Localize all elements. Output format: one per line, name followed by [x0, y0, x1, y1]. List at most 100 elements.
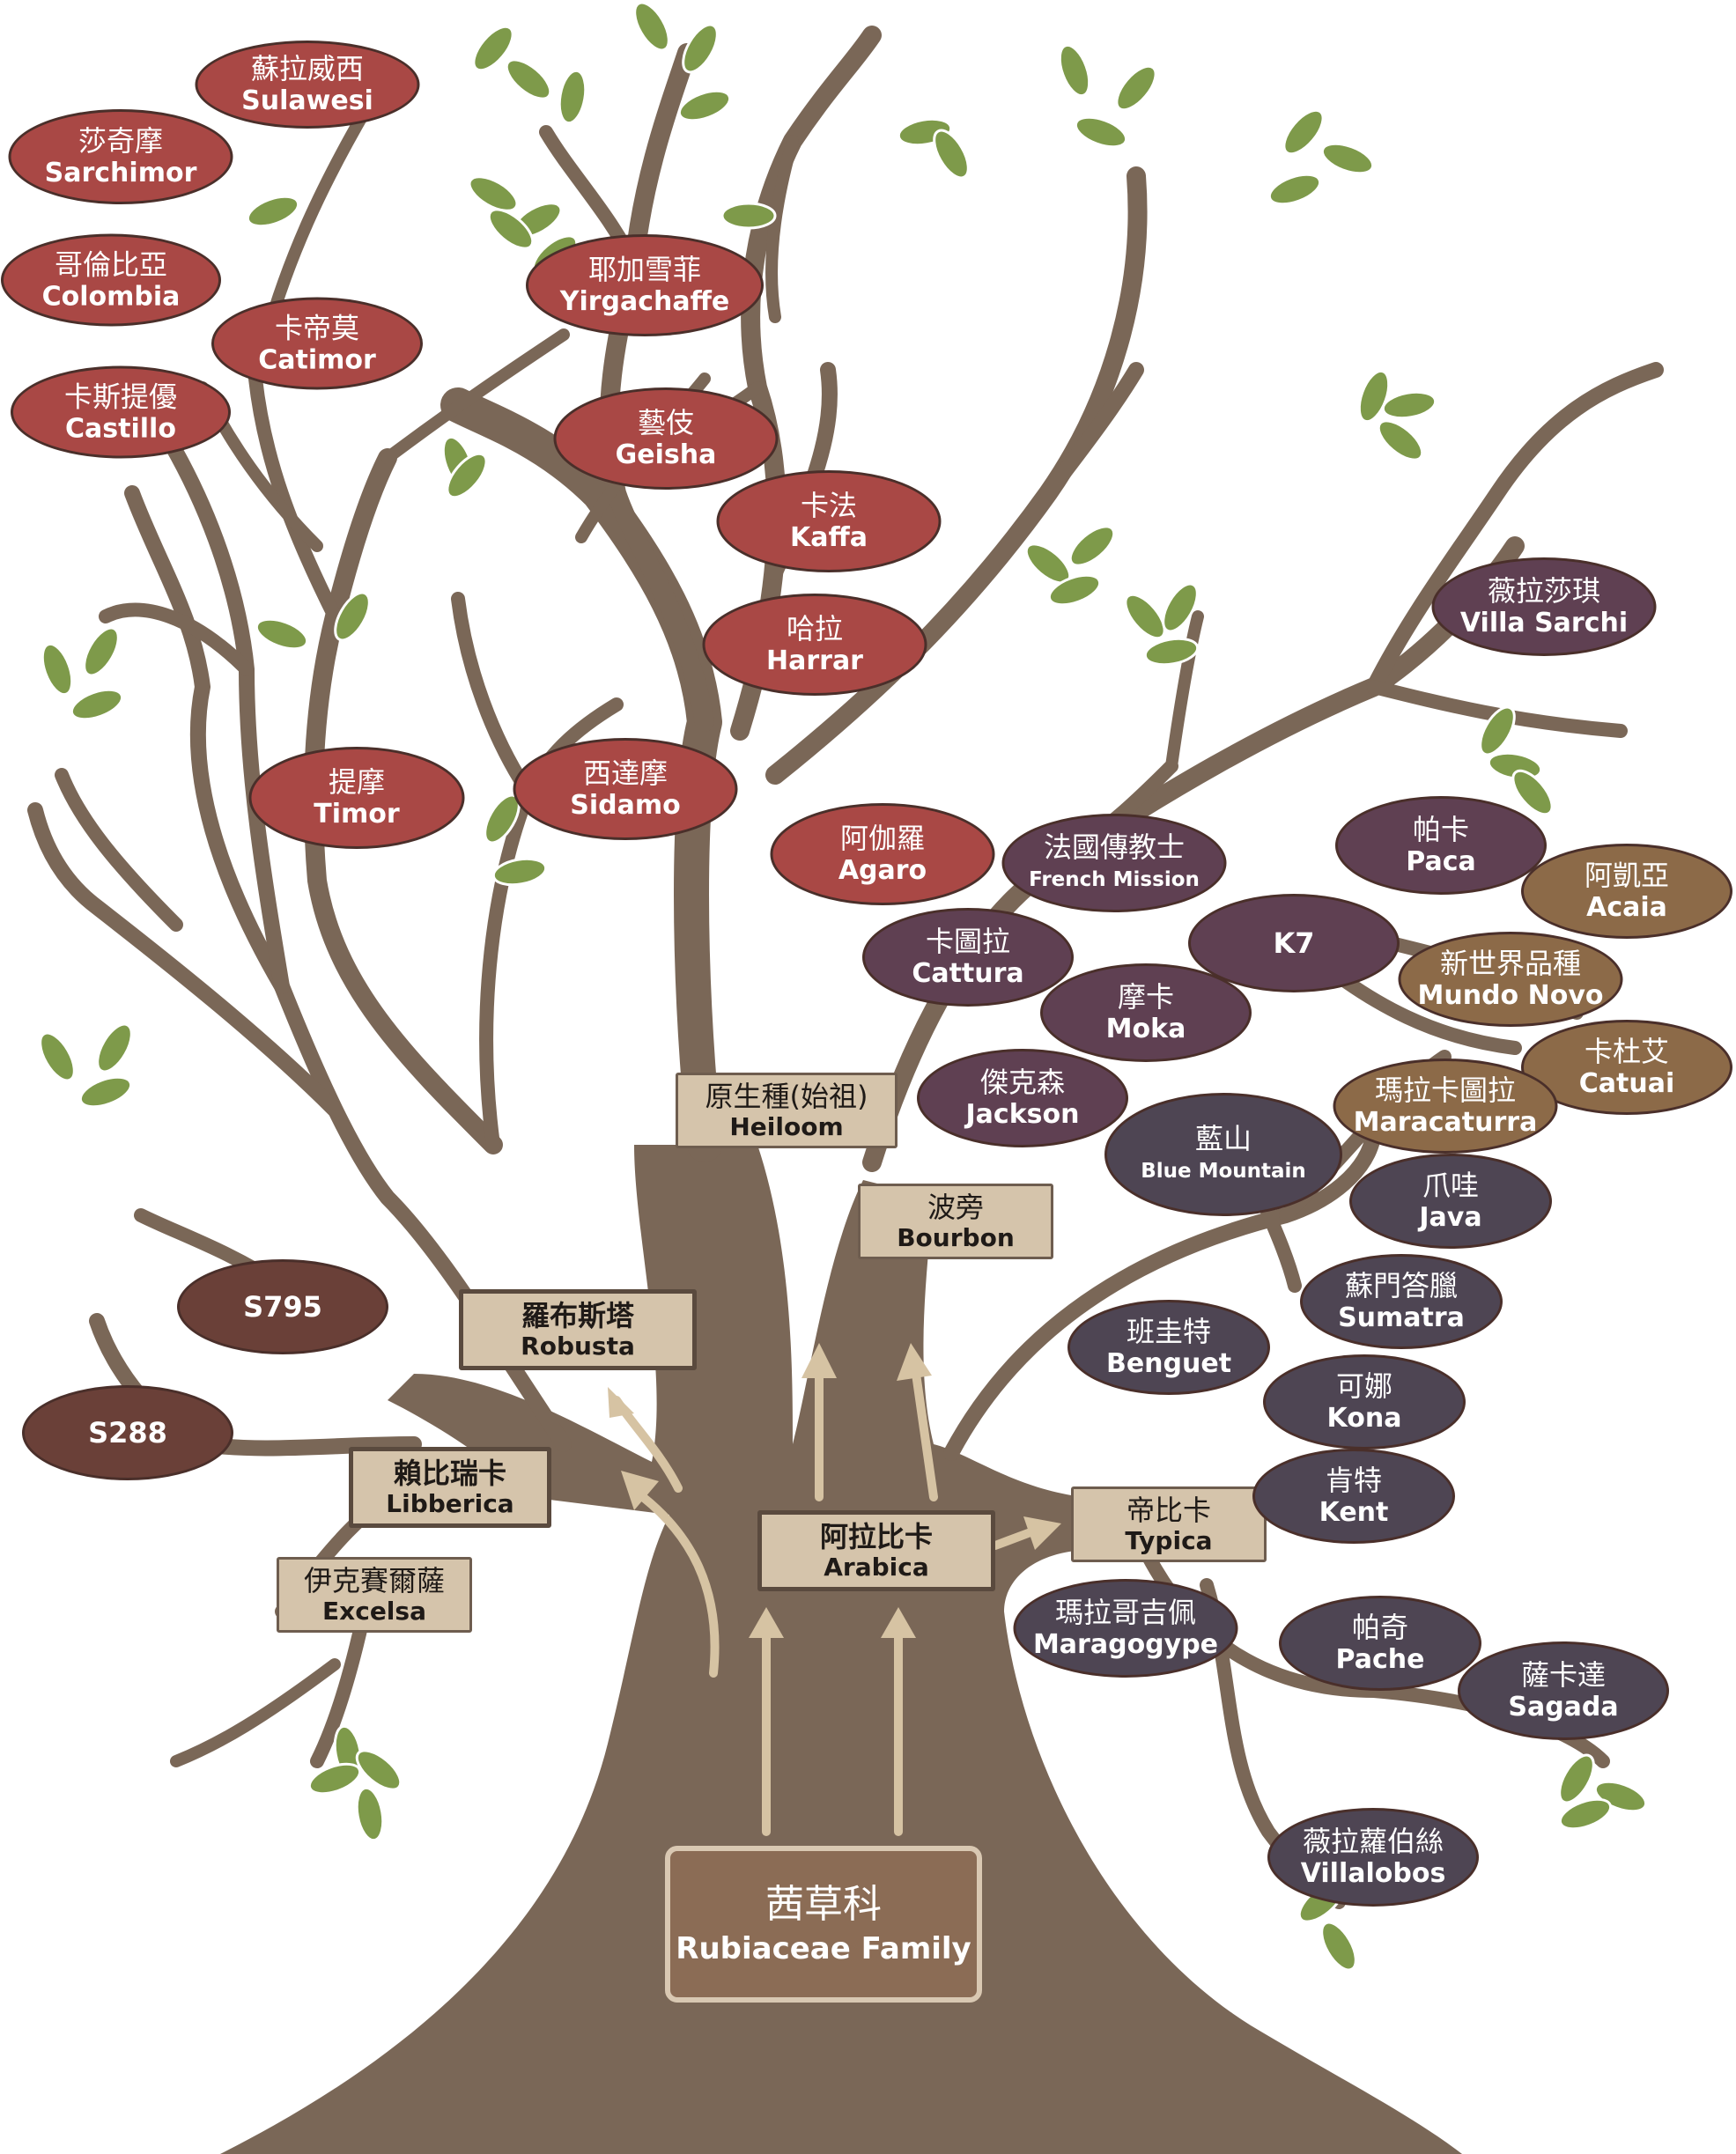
- benguet-en: Benguet: [1105, 1348, 1232, 1379]
- sidamo-zh: 西達摩: [582, 756, 668, 790]
- harrar-en: Harrar: [766, 645, 863, 676]
- species-heiloom: 原生種(始祖) Heiloom: [676, 1073, 898, 1148]
- leaf-cluster: [39, 1, 1648, 1972]
- java-zh: 爪哇: [1422, 1169, 1479, 1202]
- blue-mountain-zh: 藍山: [1194, 1122, 1252, 1155]
- castillo-en: Castillo: [65, 413, 176, 444]
- tree-trunk: [220, 1145, 1462, 2154]
- variety-sulawesi: 蘇拉威西 Sulawesi: [195, 41, 420, 129]
- benguet-zh: 班圭特: [1126, 1315, 1211, 1348]
- kona-en: Kona: [1326, 1403, 1402, 1434]
- maragogype-en: Maragogype: [1032, 1629, 1219, 1660]
- heiloom-zh: 原生種(始祖): [705, 1080, 868, 1113]
- species-libberica: 賴比瑞卡 Libberica: [349, 1447, 551, 1528]
- variety-kona: 可娜 Kona: [1263, 1354, 1466, 1450]
- acaia-zh: 阿凱亞: [1584, 859, 1669, 892]
- libberica-zh: 賴比瑞卡: [393, 1457, 506, 1490]
- maracaturra-zh: 瑪拉卡圖拉: [1374, 1073, 1516, 1107]
- variety-maracaturra: 瑪拉卡圖拉 Maracaturra: [1333, 1059, 1558, 1154]
- sumatra-zh: 蘇門答臘: [1344, 1269, 1458, 1302]
- variety-mundo-novo: 新世界品種 Mundo Novo: [1398, 932, 1623, 1027]
- catimor-en: Catimor: [258, 344, 376, 375]
- mundo-novo-zh: 新世界品種: [1439, 947, 1581, 980]
- variety-k7: K7: [1188, 894, 1400, 992]
- villalobos-zh: 薇拉蘿伯絲: [1302, 1825, 1444, 1858]
- sarchimor-zh: 莎奇摩: [78, 124, 163, 158]
- variety-blue-mountain: 藍山 Blue Mountain: [1104, 1093, 1342, 1216]
- jackson-zh: 傑克森: [979, 1066, 1065, 1099]
- villa-sarchi-en: Villa Sarchi: [1459, 608, 1629, 638]
- harrar-zh: 哈拉: [786, 612, 843, 645]
- acaia-en: Acaia: [1586, 892, 1667, 923]
- catuai-zh: 卡杜艾: [1584, 1035, 1669, 1068]
- s795-label: S795: [243, 1290, 322, 1324]
- mundo-novo-en: Mundo Novo: [1417, 980, 1604, 1011]
- species-bourbon: 波旁 Bourbon: [858, 1184, 1053, 1259]
- variety-sarchimor: 莎奇摩 Sarchimor: [8, 109, 233, 204]
- robusta-en: Robusta: [521, 1331, 635, 1361]
- maragogype-zh: 瑪拉哥吉佩: [1054, 1596, 1196, 1629]
- variety-s795: S795: [177, 1259, 388, 1354]
- variety-colombia: 哥倫比亞 Colombia: [1, 233, 221, 327]
- bourbon-zh: 波旁: [927, 1191, 984, 1224]
- castillo-zh: 卡斯提優: [63, 380, 177, 413]
- catuai-en: Catuai: [1578, 1068, 1675, 1099]
- colombia-en: Colombia: [41, 281, 181, 312]
- villalobos-en: Villalobos: [1300, 1858, 1446, 1889]
- excelsa-en: Excelsa: [322, 1597, 426, 1626]
- cattura-zh: 卡圖拉: [925, 925, 1010, 958]
- species-typica: 帝比卡 Typica: [1071, 1486, 1267, 1562]
- variety-sagada: 薩卡達 Sagada: [1458, 1641, 1669, 1740]
- maracaturra-en: Maracaturra: [1353, 1107, 1538, 1138]
- variety-harrar: 哈拉 Harrar: [702, 594, 927, 696]
- variety-cattura: 卡圖拉 Cattura: [862, 908, 1074, 1007]
- sagada-en: Sagada: [1508, 1692, 1619, 1722]
- variety-moka: 摩卡 Moka: [1040, 963, 1252, 1062]
- kaffa-en: Kaffa: [789, 522, 868, 553]
- root-zh: 茜草科: [765, 1882, 882, 1927]
- excelsa-zh: 伊克賽爾薩: [303, 1564, 445, 1597]
- root-en: Rubiaceae Family: [676, 1931, 971, 1966]
- variety-geisha: 藝伎 Geisha: [553, 387, 779, 490]
- paca-zh: 帕卡: [1412, 813, 1469, 846]
- variety-benguet: 班圭特 Benguet: [1067, 1300, 1270, 1395]
- geisha-zh: 藝伎: [637, 406, 694, 439]
- pache-zh: 帕奇: [1351, 1611, 1408, 1644]
- kent-zh: 肯特: [1325, 1464, 1382, 1497]
- moka-zh: 摩卡: [1117, 980, 1174, 1014]
- variety-kaffa: 卡法 Kaffa: [716, 470, 942, 572]
- arabica-en: Arabica: [824, 1553, 929, 1582]
- root-rubiaceae-family: 茜草科 Rubiaceae Family: [665, 1846, 982, 2003]
- variety-villa-sarchi: 薇拉莎琪 Villa Sarchi: [1431, 557, 1657, 656]
- variety-sidamo: 西達摩 Sidamo: [513, 738, 738, 840]
- variety-villalobos: 薇拉蘿伯絲 Villalobos: [1267, 1808, 1479, 1907]
- heiloom-en: Heiloom: [729, 1112, 844, 1141]
- variety-java: 爪哇 Java: [1349, 1154, 1552, 1249]
- variety-acaia: 阿凱亞 Acaia: [1521, 844, 1732, 939]
- moka-en: Moka: [1105, 1014, 1186, 1044]
- variety-castillo: 卡斯提優 Castillo: [11, 365, 231, 459]
- french-mission-zh: 法國傳教士: [1043, 830, 1185, 864]
- variety-timor: 提摩 Timor: [248, 747, 465, 849]
- variety-agaro: 阿伽羅 Agaro: [770, 803, 995, 905]
- trunk-arrows: [608, 1343, 1061, 1836]
- variety-paca: 帕卡 Paca: [1335, 796, 1547, 895]
- pache-en: Pache: [1335, 1644, 1425, 1675]
- variety-pache: 帕奇 Pache: [1279, 1596, 1481, 1691]
- timor-en: Timor: [314, 799, 400, 830]
- sidamo-en: Sidamo: [570, 790, 681, 821]
- kona-zh: 可娜: [1335, 1369, 1392, 1403]
- timor-zh: 提摩: [328, 765, 385, 799]
- catimor-zh: 卡帝莫: [274, 311, 359, 344]
- sarchimor-en: Sarchimor: [44, 158, 197, 188]
- sulawesi-zh: 蘇拉威西: [250, 52, 364, 85]
- typica-en: Typica: [1125, 1526, 1213, 1555]
- species-excelsa: 伊克賽爾薩 Excelsa: [277, 1557, 472, 1633]
- kent-en: Kent: [1319, 1497, 1389, 1528]
- agaro-zh: 阿伽羅: [839, 822, 925, 855]
- java-en: Java: [1419, 1202, 1482, 1233]
- paca-en: Paca: [1406, 846, 1476, 877]
- jackson-en: Jackson: [965, 1099, 1080, 1130]
- agaro-en: Agaro: [838, 855, 927, 886]
